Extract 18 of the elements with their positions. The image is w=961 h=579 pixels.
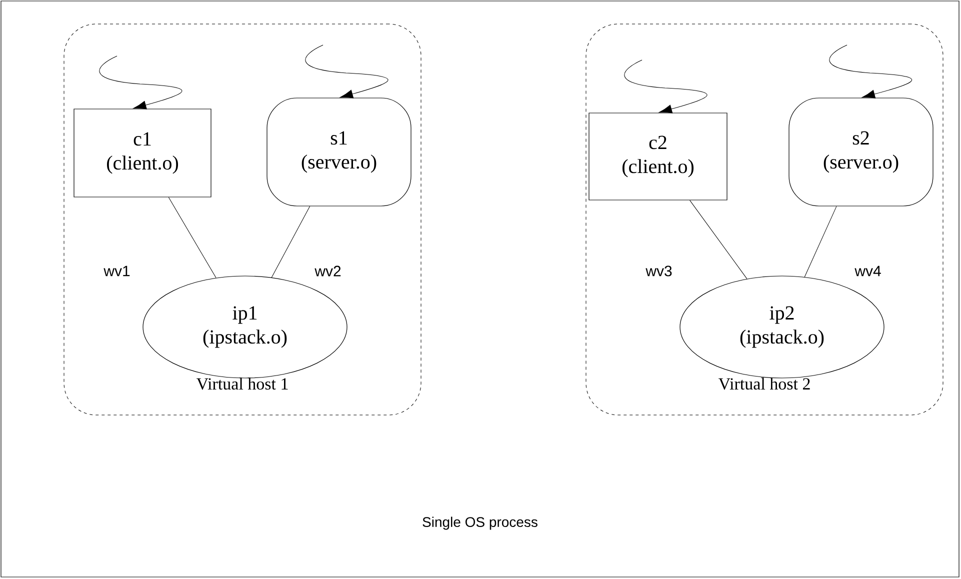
- connector-line: [271, 206, 310, 278]
- ellipse-node: ip2 (ipstack.o): [680, 276, 884, 378]
- edge-label: wv4: [854, 266, 881, 276]
- thread-arrow: [305, 44, 388, 98]
- process-box: c2 (client.o): [588, 112, 728, 200]
- edge-label: wv2: [314, 266, 341, 276]
- edge-label: wv3: [646, 266, 672, 276]
- connector-line: [804, 206, 837, 278]
- connector-line: [690, 200, 748, 280]
- thread-arrow: [829, 44, 912, 98]
- rounded-box: s1 (server.o): [266, 98, 412, 206]
- connector-line: [168, 197, 216, 278]
- process-box: c1 (client.o): [74, 108, 212, 198]
- thread-arrow: [99, 56, 182, 110]
- rounded-box: s2 (server.o): [788, 98, 934, 206]
- edge-label: wv1: [104, 266, 130, 276]
- ellipse-node: ip1 (ipstack.o): [142, 276, 348, 378]
- thread-arrow: [624, 60, 708, 114]
